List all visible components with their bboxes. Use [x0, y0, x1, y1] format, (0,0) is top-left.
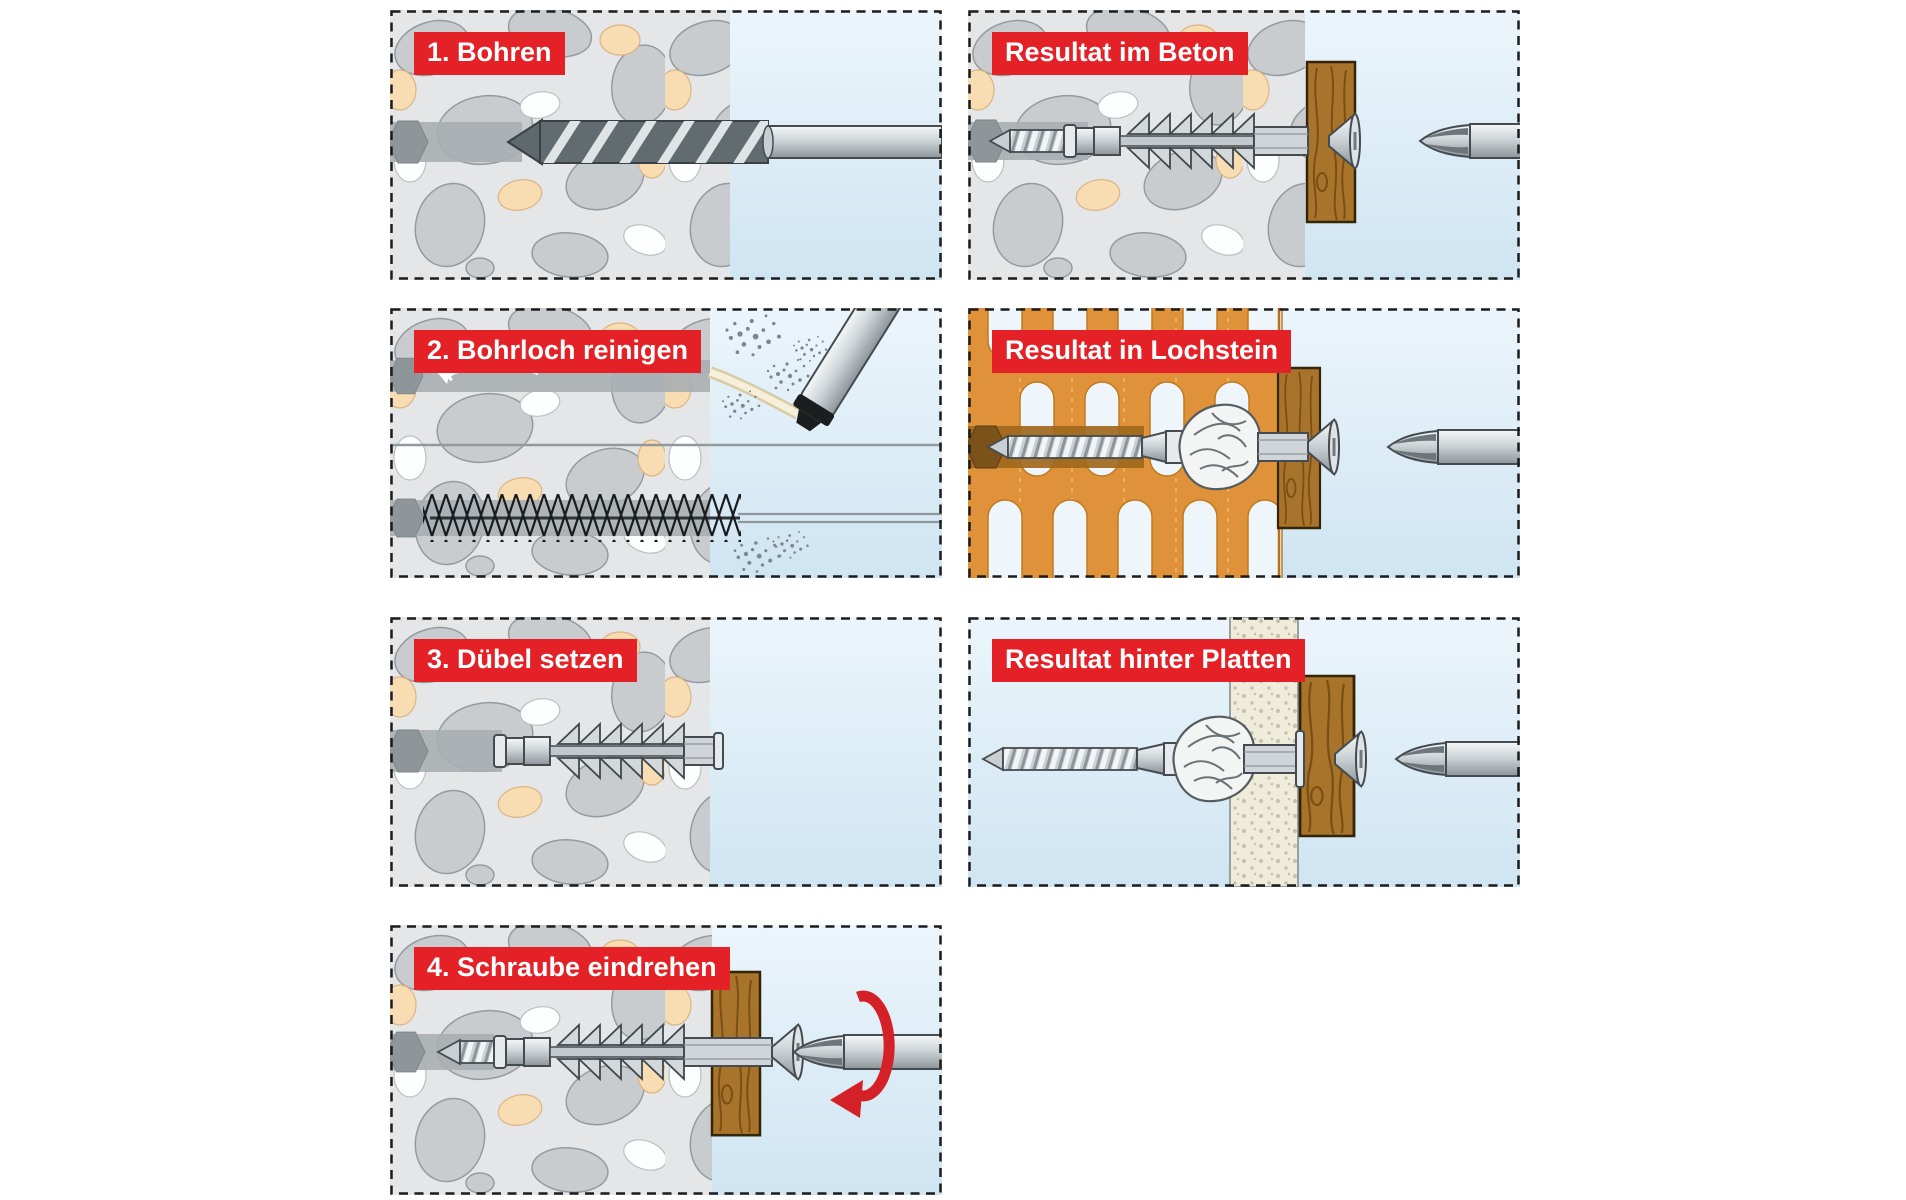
panel-step2: 2. Bohrloch reinigen	[390, 308, 942, 578]
anchor-splined-section	[683, 1037, 773, 1067]
drill-bit	[506, 118, 942, 166]
anchor-flange	[1295, 730, 1305, 788]
step1-label: 1. Bohren	[414, 32, 565, 76]
anchor-sleeve	[1063, 124, 1121, 158]
panel-border	[968, 617, 1520, 887]
anchor-sleeve	[493, 734, 551, 768]
anchor-knot	[1172, 715, 1256, 803]
anchor-splined-section	[1253, 126, 1309, 156]
step3-label: 3. Dübel setzen	[414, 639, 637, 683]
step2-label: 2. Bohrloch reinigen	[414, 330, 702, 374]
result-beton-label: Resultat im Beton	[992, 32, 1248, 76]
rotation-arrow-icon	[830, 990, 895, 1118]
anchor-knot	[1178, 403, 1262, 491]
blow-out-pump	[793, 308, 915, 432]
panel-step4: 4. Schraube eindrehen	[390, 925, 942, 1195]
dust-stream	[707, 366, 801, 420]
anchor-splined-section	[1257, 432, 1309, 462]
screwdriver-tip	[793, 1034, 942, 1070]
panel-step3: 3. Dübel setzen	[390, 617, 942, 887]
anchor-sleeve	[493, 1035, 551, 1069]
steel-brush	[423, 494, 942, 542]
step1-illustration	[390, 10, 942, 280]
panel-border	[390, 308, 942, 578]
anchor-splined-section	[683, 736, 715, 766]
step4-label: 4. Schraube eindrehen	[414, 947, 730, 991]
step2-illustration	[390, 308, 942, 578]
panel-border	[390, 925, 942, 1195]
result-platten-label: Resultat hinter Platten	[992, 639, 1305, 683]
result-lochstein-label: Resultat in Lochstein	[992, 330, 1292, 374]
anchor-splined-section	[1243, 744, 1301, 774]
panel-border	[390, 617, 942, 887]
panel-result-beton: Resultat im Beton	[968, 10, 1520, 280]
panel-result-platten: Resultat hinter Platten	[968, 617, 1520, 887]
screw	[981, 742, 1181, 776]
panel-step1: 1. Bohren	[390, 10, 942, 280]
anchor-flange	[713, 732, 724, 770]
panel-border	[390, 10, 942, 280]
panel-result-lochstein: Resultat in Lochstein	[968, 308, 1520, 578]
panel-border	[968, 308, 1520, 578]
panel-border	[968, 10, 1520, 280]
drill-shank	[767, 125, 942, 159]
screw	[986, 430, 1183, 464]
